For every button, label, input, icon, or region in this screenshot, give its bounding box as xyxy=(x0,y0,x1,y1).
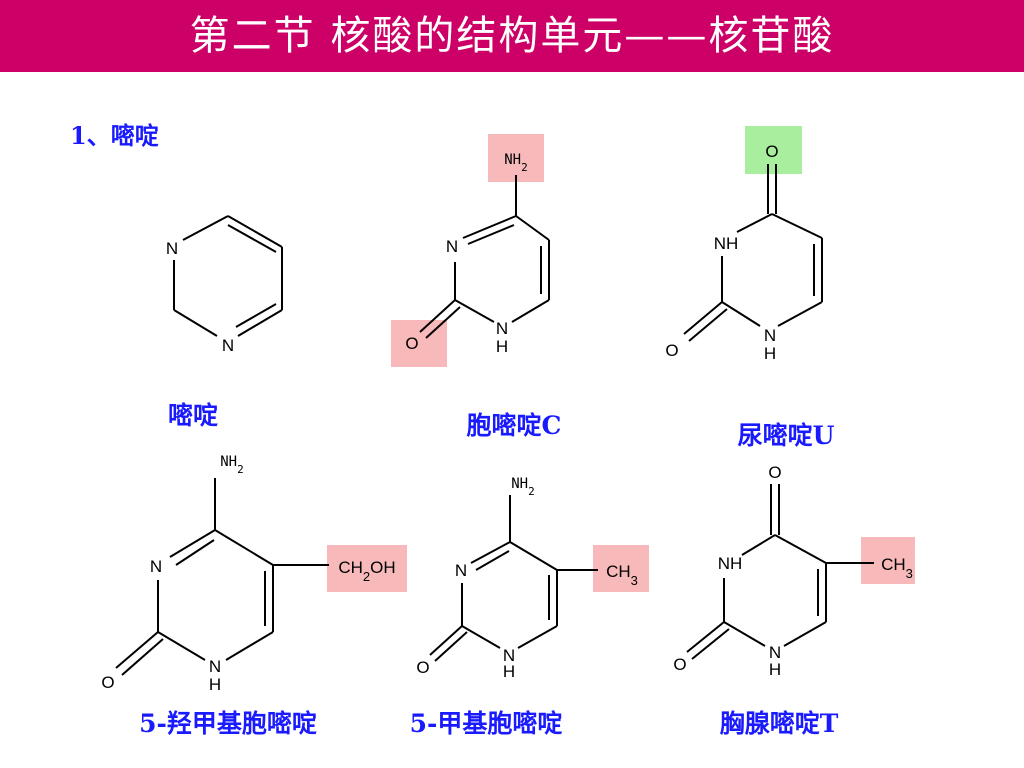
uracil-n1-label: N xyxy=(764,326,776,345)
m-cytosine-ch3-highlight xyxy=(593,545,649,592)
thymine-n1-label: N xyxy=(769,643,781,662)
thymine-caption: 胸腺嘧啶T xyxy=(719,709,839,738)
m-cytosine-n1-label: N xyxy=(503,646,515,665)
m-cytosine-o2-label: O xyxy=(416,658,429,677)
cytosine-o2-label: O xyxy=(405,334,418,353)
uracil-o2-label: O xyxy=(665,341,678,360)
thymine-o4-label: O xyxy=(768,463,781,482)
cytosine-amino-highlight xyxy=(488,134,544,182)
slide-title: 第二节 核酸的结构单元——核苷酸 xyxy=(189,13,835,59)
m-cytosine-n3-label: N xyxy=(455,561,467,580)
hm-cytosine-caption: 5-羟甲基胞嘧啶 xyxy=(139,709,317,738)
m-cytosine-nh2-label: NH2 xyxy=(511,476,534,498)
cytosine-caption: 胞嘧啶C xyxy=(466,411,562,440)
thymine-ch3-highlight xyxy=(861,537,915,584)
cytosine-n3-label: N xyxy=(446,237,458,256)
thymine-o2-label: O xyxy=(673,655,686,674)
uracil-nh3-label: NH xyxy=(714,234,739,253)
hm-cytosine-h1-label: H xyxy=(209,675,221,694)
hm-cytosine-o2-label: O xyxy=(101,673,114,692)
hm-cytosine-ch2oh-highlight xyxy=(327,545,407,592)
thymine-structure: NH N H O O CH3 xyxy=(673,463,913,679)
thymine-nh3-label: NH xyxy=(718,554,743,573)
m-cytosine-caption: 5-甲基胞嘧啶 xyxy=(409,709,563,738)
uracil-oxygen-highlight xyxy=(745,126,802,174)
thymine-ch3-label: CH3 xyxy=(881,555,913,581)
pyrimidine-n3-label: N xyxy=(222,336,234,355)
pyrimidine-caption: 嘧啶 xyxy=(167,401,219,430)
uracil-caption: 尿嘧啶U xyxy=(737,421,835,450)
m-cytosine-ch3-label: CH3 xyxy=(606,562,638,588)
hm-cytosine-nh2-label: NH2 xyxy=(220,454,243,476)
section-label: 1、嘧啶 xyxy=(70,121,159,150)
hm-cytosine-structure: N N H O NH2 CH2OH xyxy=(101,454,395,694)
uracil-o4-label: O xyxy=(765,142,778,161)
cytosine-structure: N N H O NH2 xyxy=(405,152,550,356)
uracil-h1-label: H xyxy=(764,344,776,363)
title-bar xyxy=(0,0,1024,72)
hm-cytosine-n1-label: N xyxy=(209,657,221,676)
pyrimidine-n1-label: N xyxy=(166,239,178,258)
cytosine-h1-label: H xyxy=(496,337,508,356)
m-cytosine-structure: N N H O NH2 CH3 xyxy=(416,476,638,681)
m-cytosine-h1-label: H xyxy=(503,662,515,681)
hm-cytosine-n3-label: N xyxy=(150,557,162,576)
pyrimidine-structure: N N xyxy=(166,215,283,355)
thymine-h1-label: H xyxy=(769,660,781,679)
cytosine-n1-label: N xyxy=(496,319,508,338)
hm-cytosine-ch2oh-label: CH2OH xyxy=(338,558,395,584)
cytosine-nh2-label: NH2 xyxy=(504,152,527,174)
uracil-structure: NH N H O O xyxy=(665,142,823,363)
